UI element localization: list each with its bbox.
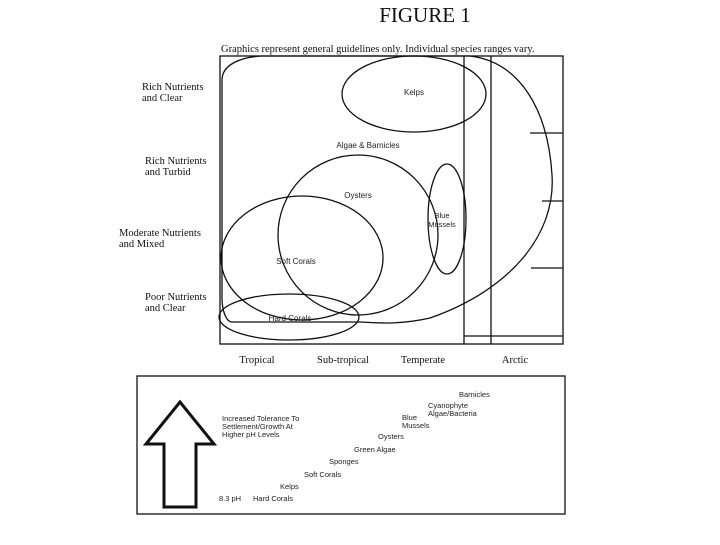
ladder-item-3-line-1: Soft Corals (304, 470, 341, 479)
nutrient-axis: Rich Nutrients and Clear Rich Nutrients … (119, 82, 207, 314)
figure-title: FIGURE 1 (379, 3, 471, 27)
y-label-2-line-1: Rich Nutrients (145, 156, 207, 167)
ph-tolerance-panel: Increased Tolerance To Settlement/Growth… (136, 375, 566, 515)
y-label-1-line-1: Rich Nutrients (142, 82, 204, 93)
ladder-item-7-line-2: Mussels (402, 421, 430, 430)
arrow-caption: Increased Tolerance To Settlement/Growth… (222, 414, 299, 439)
ladder-item-2-line-1: Kelps (280, 482, 299, 491)
climate-axis: Tropical Sub-tropical Temperate Arctic (239, 355, 528, 366)
soft-corals-region (220, 195, 384, 321)
kelps-region (341, 55, 487, 133)
ladder-item-7-line-1: Blue (402, 413, 417, 422)
hard-corals-label: Hard Corals (269, 314, 312, 323)
kelps-label: Kelps (404, 88, 424, 97)
up-arrow-icon (142, 399, 218, 509)
arrow-caption-line-2: Settlement/Growth At (222, 422, 294, 431)
x-label-arctic: Arctic (502, 355, 529, 366)
ladder-item-9-line-1: Barnicles (459, 390, 490, 399)
blue-mussels-region (427, 163, 467, 275)
y-label-2-line-2: and Turbid (145, 167, 192, 178)
ladder-item-4-line-1: Sponges (329, 457, 359, 466)
ladder-item-8-line-2: Algae/Bacteria (428, 409, 478, 418)
x-label-subtropical: Sub-tropical (317, 355, 369, 366)
ladder-item-8-line-1: Cyanophyte (428, 401, 468, 410)
y-label-3-line-1: Moderate Nutrients (119, 228, 201, 239)
arrow-caption-line-1: Increased Tolerance To (222, 414, 299, 423)
y-label-3-line-2: and Mixed (119, 239, 165, 250)
y-label-4-line-1: Poor Nutrients (145, 292, 207, 303)
x-label-temperate: Temperate (401, 355, 445, 366)
y-label-1-line-2: and Clear (142, 93, 183, 104)
x-label-tropical: Tropical (239, 355, 274, 366)
soft-corals-label: Soft Corals (276, 257, 316, 266)
algae-barnicles-region (221, 55, 553, 324)
ladder-item-6-line-1: Oysters (378, 432, 404, 441)
ladder-item-1-line-1: Hard Corals (253, 494, 293, 503)
figure-note: Graphics represent general guidelines on… (221, 44, 535, 55)
blue-mussels-label-line-2: Mussels (428, 220, 456, 229)
algae-barnicles-label: Algae & Barnicles (336, 141, 399, 150)
ph-panel-frame (136, 375, 566, 515)
blue-mussels-label-line-1: Blue (434, 211, 449, 220)
ph-label: 8.3 pH (219, 494, 241, 503)
oysters-region (277, 154, 439, 316)
tolerance-ladder: Hard Corals Kelps Soft Corals Sponges Green … (253, 390, 490, 503)
y-label-4-line-2: and Clear (145, 303, 186, 314)
hard-corals-region (218, 293, 360, 341)
ladder-item-5-line-1: Green Algae (354, 445, 396, 454)
oysters-label: Oysters (344, 191, 372, 200)
arrow-caption-line-3: Higher pH Levels (222, 430, 280, 439)
